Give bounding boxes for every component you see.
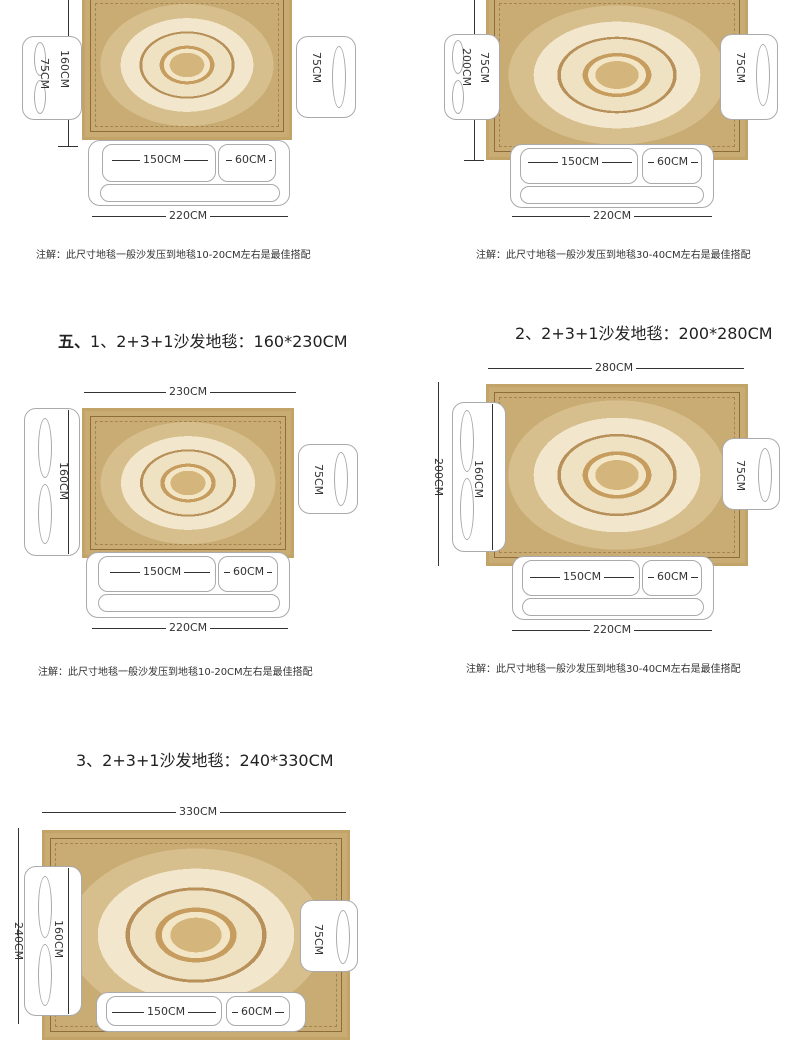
dim-60: 60CM	[654, 155, 692, 168]
right-chair	[298, 444, 358, 514]
dim-160: 160CM	[58, 50, 71, 89]
dim-150: 150CM	[140, 565, 185, 578]
rug-image	[486, 384, 748, 566]
section-heading: 2、2+3+1沙发地毯：200*280CM	[515, 324, 773, 343]
dim-220: 220CM	[590, 209, 635, 222]
dim-200: 200CM	[432, 458, 445, 497]
dim-75: 75CM	[312, 464, 325, 496]
dim-75: 75CM	[312, 924, 325, 956]
rug-image	[82, 0, 292, 140]
left-chair	[24, 866, 82, 1016]
left-chair	[22, 36, 82, 120]
dim-60: 60CM	[230, 565, 268, 578]
dim-220: 220CM	[166, 209, 211, 222]
dim-240: 240CM	[12, 922, 25, 961]
dim-150: 150CM	[558, 155, 603, 168]
dim-75: 75CM	[734, 460, 747, 492]
dim-160: 160CM	[472, 460, 485, 499]
dim-75: 75CM	[38, 58, 51, 90]
left-chair	[24, 408, 80, 556]
dim-150: 150CM	[140, 153, 185, 166]
dim-160: 160CM	[52, 920, 65, 959]
dim-75: 75CM	[310, 52, 323, 84]
rug-image	[82, 408, 294, 558]
note: 注解：此尺寸地毯一般沙发压到地毯30-40CM左右是最佳搭配	[466, 664, 741, 675]
right-chair	[296, 36, 356, 118]
dim-150: 150CM	[144, 1005, 189, 1018]
dim-75: 75CM	[734, 52, 747, 84]
dim-330: 330CM	[176, 805, 221, 818]
dim-200: 200CM	[460, 48, 473, 87]
section-heading: 3、2+3+1沙发地毯：240*330CM	[76, 751, 334, 770]
dim-60: 60CM	[238, 1005, 276, 1018]
note: 注解：此尺寸地毯一般沙发压到地毯10-20CM左右是最佳搭配	[38, 667, 313, 678]
dim-60: 60CM	[232, 153, 270, 166]
section-heading: 五、1、2+3+1沙发地毯：160*230CM	[58, 332, 348, 351]
dim-280: 280CM	[592, 361, 637, 374]
dim-75: 75CM	[478, 52, 491, 84]
dim-220: 220CM	[590, 623, 635, 636]
dim-60: 60CM	[654, 570, 692, 583]
dim-230: 230CM	[166, 385, 211, 398]
note: 注解：此尺寸地毯一般沙发压到地毯30-40CM左右是最佳搭配	[476, 250, 751, 261]
rug-image	[486, 0, 748, 160]
dim-160: 160CM	[57, 462, 70, 501]
dim-220: 220CM	[166, 621, 211, 634]
note: 注解：此尺寸地毯一般沙发压到地毯10-20CM左右是最佳搭配	[36, 250, 311, 261]
dim-150: 150CM	[560, 570, 605, 583]
